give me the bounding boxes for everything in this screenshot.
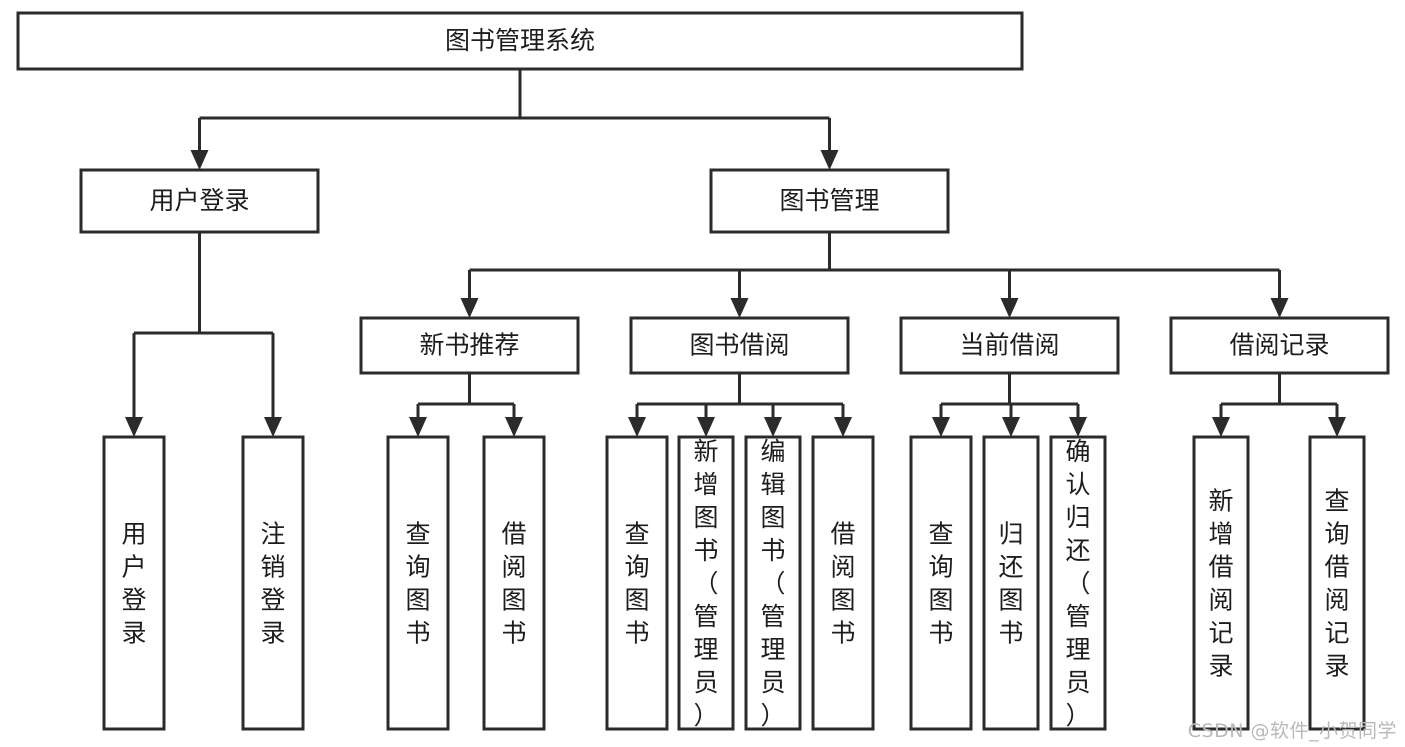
node-borrow-record[interactable]: 借阅记录 bbox=[1169, 316, 1390, 375]
connector-arrow-icon bbox=[409, 417, 427, 437]
node-book-borrow[interactable]: 图书借阅 bbox=[629, 316, 850, 375]
node-box bbox=[359, 316, 580, 375]
node-label: 新书推荐 bbox=[419, 331, 519, 360]
connector-arrow-icon bbox=[1002, 417, 1020, 437]
connector-arrow-icon bbox=[1069, 417, 1087, 437]
node-user-logout[interactable]: 注销登录 bbox=[241, 435, 305, 731]
connector-arrow-icon bbox=[932, 417, 950, 437]
node-label: 借阅图书 bbox=[830, 520, 855, 648]
node-box bbox=[241, 435, 305, 731]
connector-arrow-icon bbox=[820, 150, 839, 170]
node-box bbox=[605, 435, 669, 731]
node-query-book-2[interactable]: 查询图书 bbox=[605, 435, 669, 731]
node-box bbox=[102, 435, 166, 731]
node-label: 借阅图书 bbox=[501, 520, 526, 648]
node-box bbox=[386, 435, 450, 731]
node-box bbox=[811, 435, 875, 731]
node-return-book[interactable]: 归还图书 bbox=[982, 435, 1040, 731]
node-box bbox=[16, 11, 1024, 71]
node-user-login-do[interactable]: 用户登录 bbox=[102, 435, 166, 731]
watermark: CSDN @软件_小贺同学 bbox=[1187, 720, 1397, 742]
node-box bbox=[909, 435, 973, 731]
node-box bbox=[744, 435, 802, 731]
connector-arrow-icon bbox=[730, 298, 749, 318]
connector-arrow-icon bbox=[460, 298, 479, 318]
connector-arrow-icon bbox=[628, 417, 646, 437]
connector-arrow-icon bbox=[264, 417, 282, 437]
node-borrow-book-2[interactable]: 借阅图书 bbox=[811, 435, 875, 731]
node-label: 新增借阅记录 bbox=[1208, 487, 1233, 681]
node-query-borrow-record[interactable]: 查询借阅记录 bbox=[1308, 435, 1366, 731]
node-label: 查询图书 bbox=[405, 520, 430, 648]
node-label: 用户登录 bbox=[149, 186, 249, 215]
connector-arrow-icon bbox=[190, 150, 209, 170]
node-current-borrow[interactable]: 当前借阅 bbox=[899, 316, 1120, 375]
node-box bbox=[1192, 435, 1250, 731]
connector-arrow-icon bbox=[1270, 298, 1289, 318]
node-label: 确认归还（管理员） bbox=[1065, 437, 1090, 730]
node-label: 借阅记录 bbox=[1229, 331, 1329, 360]
connector-arrow-icon bbox=[1212, 417, 1230, 437]
node-confirm-return[interactable]: 确认归还（管理员） bbox=[1049, 435, 1107, 731]
node-query-book-1[interactable]: 查询图书 bbox=[386, 435, 450, 731]
node-label: 查询借阅记录 bbox=[1324, 487, 1349, 681]
connector-arrow-icon bbox=[834, 417, 852, 437]
connector-arrow-icon bbox=[1328, 417, 1346, 437]
node-label: 用户登录 bbox=[121, 520, 146, 648]
node-add-book[interactable]: 新增图书（管理员） bbox=[677, 435, 735, 731]
node-box bbox=[899, 316, 1120, 375]
connector-arrow-icon bbox=[1000, 298, 1019, 318]
node-label: 编辑图书（管理员） bbox=[760, 437, 785, 730]
node-label: 图书借阅 bbox=[689, 331, 789, 360]
connector-arrow-icon bbox=[764, 417, 782, 437]
node-label: 注销登录 bbox=[260, 520, 285, 648]
node-edit-book[interactable]: 编辑图书（管理员） bbox=[744, 435, 802, 731]
node-add-borrow-record[interactable]: 新增借阅记录 bbox=[1192, 435, 1250, 731]
node-label: 图书管理 bbox=[779, 186, 879, 215]
connector-arrow-icon bbox=[697, 417, 715, 437]
node-borrow-book-1[interactable]: 借阅图书 bbox=[482, 435, 546, 731]
node-label: 新增图书（管理员） bbox=[693, 437, 718, 730]
node-undefined[interactable]: 图书管理系统 bbox=[16, 11, 1024, 71]
node-box bbox=[677, 435, 735, 731]
node-box bbox=[709, 168, 950, 234]
node-label: 归还图书 bbox=[998, 520, 1023, 648]
connector-arrow-icon bbox=[505, 417, 523, 437]
node-label: 查询图书 bbox=[624, 520, 649, 648]
node-book-manage[interactable]: 图书管理 bbox=[709, 168, 950, 234]
node-label: 当前借阅 bbox=[959, 331, 1059, 360]
node-label: 图书管理系统 bbox=[445, 26, 595, 55]
connector-arrow-icon bbox=[125, 417, 143, 437]
node-box bbox=[1308, 435, 1366, 731]
node-label: 查询图书 bbox=[928, 520, 953, 648]
node-user-login[interactable]: 用户登录 bbox=[79, 168, 320, 234]
node-box bbox=[982, 435, 1040, 731]
node-query-book-3[interactable]: 查询图书 bbox=[909, 435, 973, 731]
node-box bbox=[1049, 435, 1107, 731]
node-new-book-recommend[interactable]: 新书推荐 bbox=[359, 316, 580, 375]
node-box bbox=[482, 435, 546, 731]
